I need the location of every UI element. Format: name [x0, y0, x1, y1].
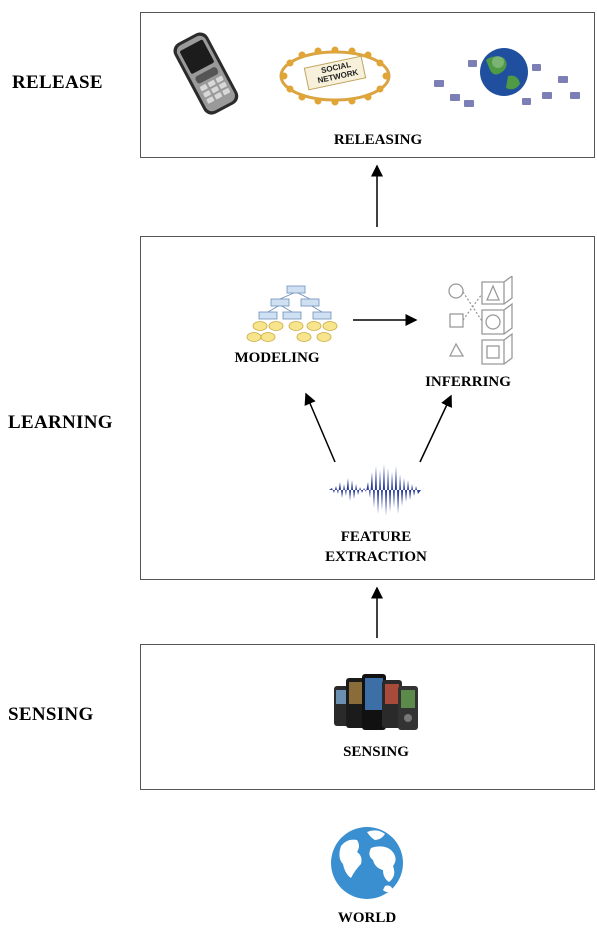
arrow-feature-to-inferring	[419, 394, 452, 463]
feature-extraction-label-line2: EXTRACTION	[325, 549, 427, 565]
arrow-feature-to-modeling	[304, 392, 336, 463]
globe-network-icon	[434, 48, 580, 107]
hierarchy-tree-icon	[246, 285, 338, 342]
modeling-label: MODELING	[234, 350, 320, 366]
sensing-label: SENSING	[343, 744, 409, 760]
world-globe-icon	[331, 827, 403, 899]
learning-box	[140, 236, 595, 580]
releasing-label: RELEASING	[333, 132, 423, 148]
stage-label-learning: LEARNING	[8, 412, 113, 433]
audio-waveform-icon	[329, 464, 421, 516]
shapes-matching-icon	[448, 276, 513, 365]
feature-extraction-label-line1: FEATURE	[340, 529, 412, 545]
smartphones-group-icon	[334, 674, 418, 730]
stage-label-sensing: SENSING	[8, 704, 94, 725]
mobile-phone-icon	[173, 32, 239, 115]
stage-label-release: RELEASE	[12, 72, 103, 93]
social-network-icon	[279, 46, 391, 106]
inferring-label: INFERRING	[425, 374, 511, 390]
world-label: WORLD	[337, 910, 397, 926]
